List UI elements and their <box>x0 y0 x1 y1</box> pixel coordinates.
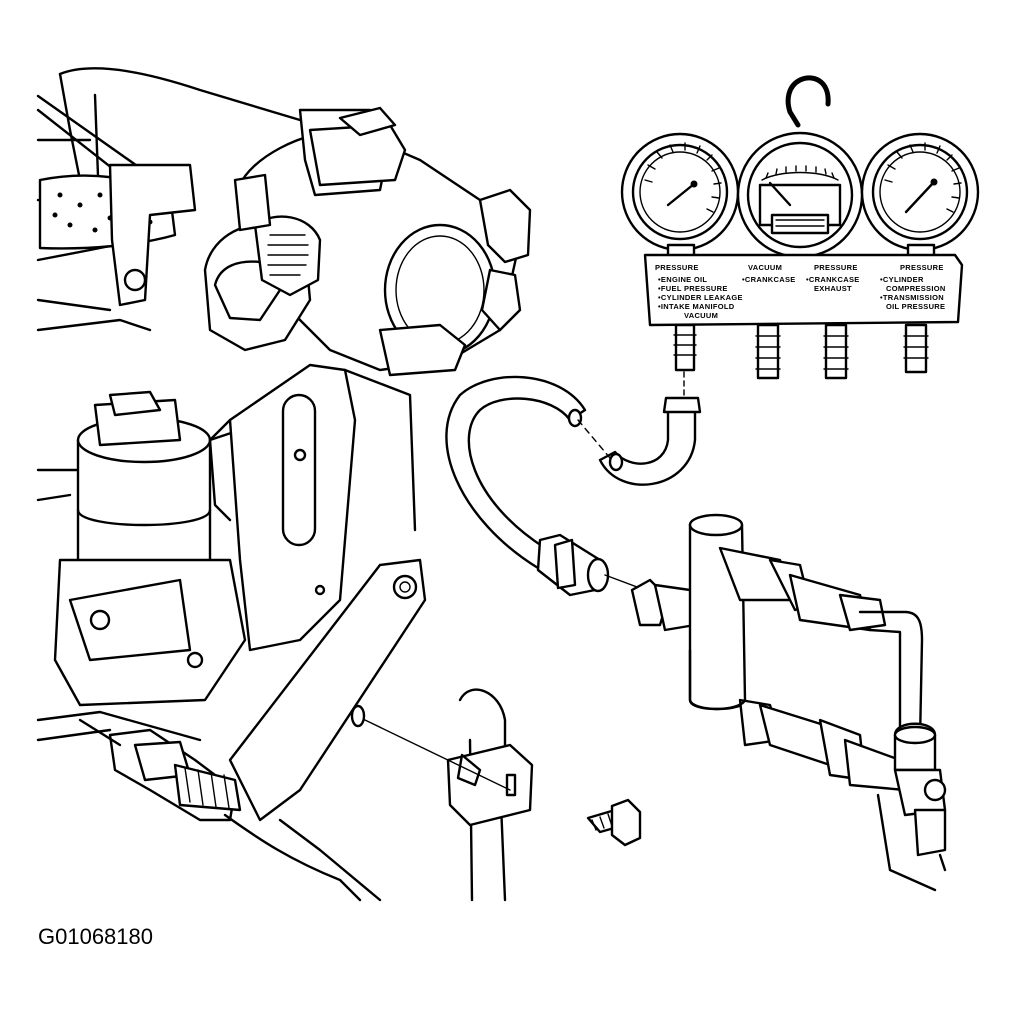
panel-col3-line2: EXHAUST <box>814 284 852 293</box>
panel-col1-line5: VACUUM <box>684 311 718 320</box>
throttle-body <box>203 106 532 377</box>
panel-col4-line3: •TRANSMISSION <box>880 293 944 302</box>
panel-col4-line1: •CYLINDER <box>880 275 924 284</box>
mounting-bracket <box>208 363 417 652</box>
panel-col4-line4: OIL PRESSURE <box>886 302 945 311</box>
hose-fittings <box>673 323 929 380</box>
hose-clip <box>350 688 534 902</box>
panel-col3-line1: •CRANKCASE <box>806 275 860 284</box>
hanger-hook <box>785 75 831 128</box>
panel-col4-line2: COMPRESSION <box>886 284 946 293</box>
panel-col1-line4: •INTAKE MANIFOLD <box>658 302 735 311</box>
pressure-gauge-right <box>860 132 980 260</box>
panel-col1-line1: •ENGINE OIL <box>658 275 707 284</box>
panel-col2-line1: •CRANKCASE <box>742 275 796 284</box>
panel-col1-line2: •FUEL PRESSURE <box>658 284 728 293</box>
vacuum-gauge-center <box>736 131 864 259</box>
bolt <box>586 798 642 847</box>
pressure-gauge-left <box>620 132 740 260</box>
figure-id-label: G01068180 <box>38 924 153 949</box>
test-hose-assembly <box>445 371 702 632</box>
panel-col1-line3: •CYLINDER LEAKAGE <box>658 293 743 302</box>
engine-assembly <box>36 67 642 902</box>
gauge-set: PRESSURE VACUUM PRESSURE PRESSURE •ENGIN… <box>620 75 980 380</box>
panel-header-2: VACUUM <box>748 263 782 272</box>
support-arm <box>78 558 427 902</box>
egr-valve <box>53 390 247 707</box>
panel-header-1: PRESSURE <box>655 263 699 272</box>
panel-header-4: PRESSURE <box>900 263 944 272</box>
gauge-dial-ticks <box>644 142 962 213</box>
fuel-line-tee-adapter <box>688 513 947 892</box>
panel-header-3: PRESSURE <box>814 263 858 272</box>
gauge-manifold-panel: PRESSURE VACUUM PRESSURE PRESSURE •ENGIN… <box>643 253 964 327</box>
